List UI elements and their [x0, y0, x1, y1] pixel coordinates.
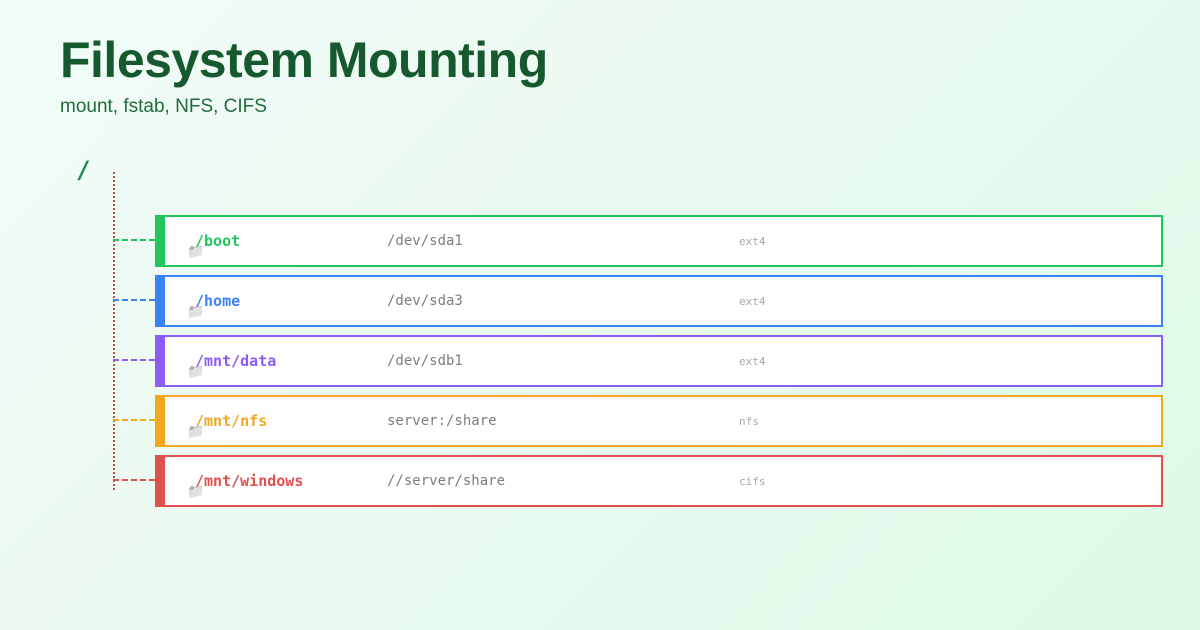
- fstype-label: ext4: [739, 234, 766, 248]
- device-label: server:/share: [387, 413, 497, 429]
- folder-icon: 📁: [187, 423, 205, 439]
- fstype-label: nfs: [739, 414, 759, 428]
- mount-card[interactable]: /mnt/nfs server:/share nfs 📁: [155, 395, 1163, 447]
- folder-icon: 📁: [187, 243, 205, 259]
- fstype-label: ext4: [739, 354, 766, 368]
- folder-icon: 📁: [187, 363, 205, 379]
- fstype-label: ext4: [739, 294, 766, 308]
- mount-point-label: /mnt/data: [195, 352, 277, 370]
- mount-row[interactable]: /mnt/data/dev/sdb1 ext4 📁: [113, 335, 1163, 387]
- device-label: /dev/sda1: [387, 233, 463, 249]
- tree-root-label: /: [76, 156, 91, 184]
- tree-connector-line: [113, 359, 155, 361]
- tree-connector-line: [113, 419, 155, 421]
- mount-row[interactable]: /mnt/nfs server:/share nfs 📁: [113, 395, 1163, 447]
- device-label: //server/share: [387, 473, 506, 489]
- device-label: /dev/sda3: [387, 293, 463, 309]
- mount-row[interactable]: /home/dev/sda3 ext4 📁: [113, 275, 1163, 327]
- page-subtitle: mount, fstab, NFS, CIFS: [60, 95, 267, 117]
- device-label: /dev/sdb1: [387, 353, 463, 369]
- folder-icon: 📁: [187, 303, 205, 319]
- mount-point-label: /home: [195, 292, 241, 310]
- header: Filesystem Mounting mount, fstab, NFS, C…: [60, 34, 548, 118]
- page-title: Filesystem Mounting: [60, 32, 548, 88]
- fstype-label: cifs: [739, 474, 766, 488]
- mount-card[interactable]: /boot/dev/sda1 ext4 📁: [155, 215, 1163, 267]
- mount-card[interactable]: /home/dev/sda3 ext4 📁: [155, 275, 1163, 327]
- folder-icon: 📁: [187, 483, 205, 499]
- tree-connector-line: [113, 479, 155, 481]
- mount-point-label: /mnt/nfs: [195, 412, 268, 430]
- tree-connector-line: [113, 299, 155, 301]
- mount-card[interactable]: /mnt/data/dev/sdb1 ext4 📁: [155, 335, 1163, 387]
- tree-trunk-line: [113, 172, 115, 490]
- mount-point-label: /boot: [195, 232, 241, 250]
- mount-card[interactable]: /mnt/windows //server/share cifs 📁: [155, 455, 1163, 507]
- mount-point-label: /mnt/windows: [195, 472, 304, 490]
- tree-connector-line: [113, 239, 155, 241]
- mount-row[interactable]: /boot/dev/sda1 ext4 📁: [113, 215, 1163, 267]
- mount-row[interactable]: /mnt/windows //server/share cifs 📁: [113, 455, 1163, 507]
